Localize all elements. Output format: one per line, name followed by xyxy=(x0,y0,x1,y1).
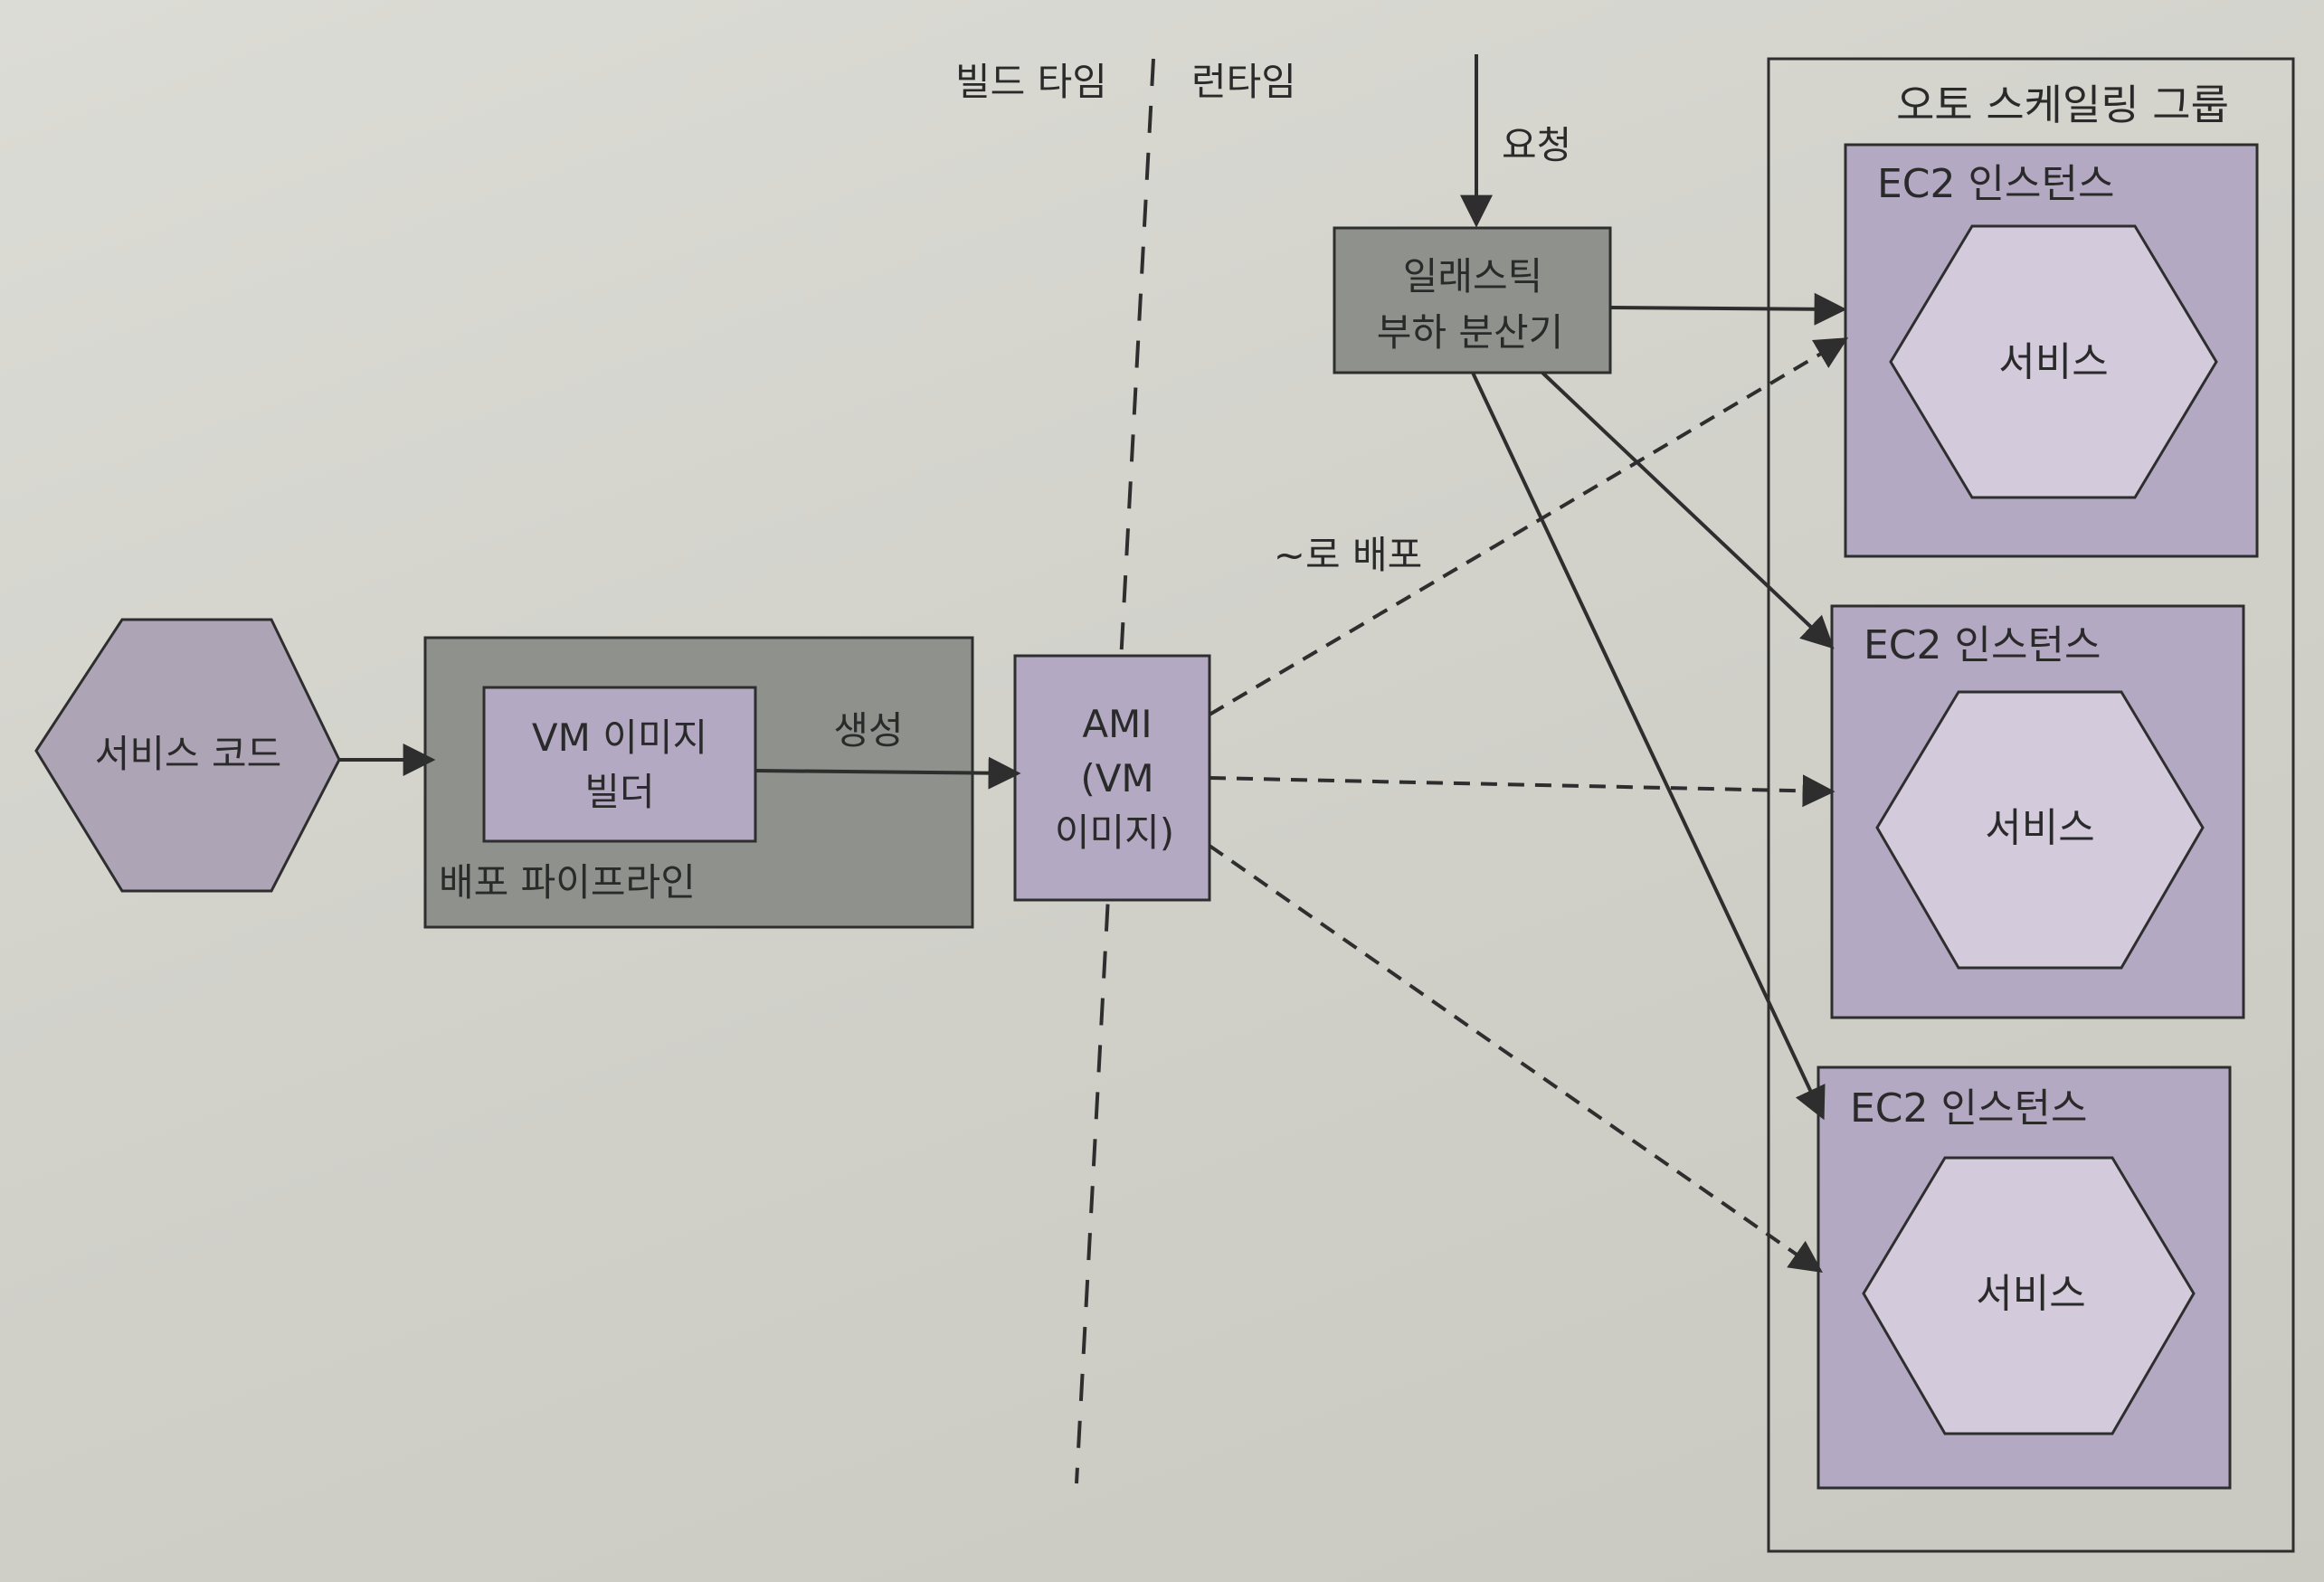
service-3-hexagon xyxy=(1862,1156,2196,1435)
service-code-label: 서비스 코드 xyxy=(95,732,282,776)
run-time-label: 런타임 xyxy=(1191,60,1296,104)
service-2-label: 서비스 xyxy=(1985,805,2094,851)
service-1-hexagon xyxy=(1889,224,2218,499)
ec2-instance-1: EC2 인스턴스 서비스 xyxy=(1844,143,2259,558)
vm-image-builder-line2: 빌더 xyxy=(584,770,654,814)
auto-scaling-group xyxy=(1767,57,2295,1553)
ec2-instance-1-label: EC2 인스턴스 xyxy=(1877,161,2114,207)
ami-line2: (VM xyxy=(1080,756,1153,800)
request-label: 요청 xyxy=(1502,123,1571,167)
ami-line3: 이미지) xyxy=(1055,810,1174,855)
vm-image-builder-line1: VM 이미지 xyxy=(532,715,707,760)
ec2-instance-2-label: EC2 인스턴스 xyxy=(1864,622,2101,668)
vm-image-builder xyxy=(482,686,757,843)
deploy-to-label: ~로 배포 xyxy=(1274,533,1422,577)
ec2-instance-3: EC2 인스턴스 서비스 xyxy=(1817,1066,2232,1490)
service-2-hexagon xyxy=(1875,690,2205,970)
elb-to-instance-3-arrow xyxy=(1471,372,1826,1121)
deployment-pipeline-label: 배포 파이프라인 xyxy=(439,860,696,905)
elb-line2: 부하 분산기 xyxy=(1377,310,1564,355)
elb-line1: 일래스틱 xyxy=(1403,254,1543,298)
deploy-to-instance-1-arrow xyxy=(1208,337,1849,716)
deploy-to-instance-3-arrow xyxy=(1208,844,1823,1274)
ec2-instance-3-label: EC2 인스턴스 xyxy=(1850,1085,2087,1132)
ec2-instance-2: EC2 인스턴스 서비스 xyxy=(1830,604,2245,1019)
creates-label: 생성 xyxy=(833,708,903,753)
deploy-to-instance-2-arrow xyxy=(1209,774,1835,808)
builder-to-ami-arrow xyxy=(754,756,1021,790)
auto-scaling-group-label: 오토 스케일링 그룹 xyxy=(1896,81,2229,129)
service-1-label: 서비스 xyxy=(1998,339,2108,385)
service-3-label: 서비스 xyxy=(1976,1271,2085,1317)
ami-line1: AMI xyxy=(1082,702,1152,746)
elastic-load-balancer xyxy=(1333,226,1612,374)
build-time-label: 빌드 타임 xyxy=(955,60,1107,104)
elb-to-instance-1-arrow xyxy=(1609,292,1847,326)
elb-to-instance-2-arrow xyxy=(1541,371,1835,649)
